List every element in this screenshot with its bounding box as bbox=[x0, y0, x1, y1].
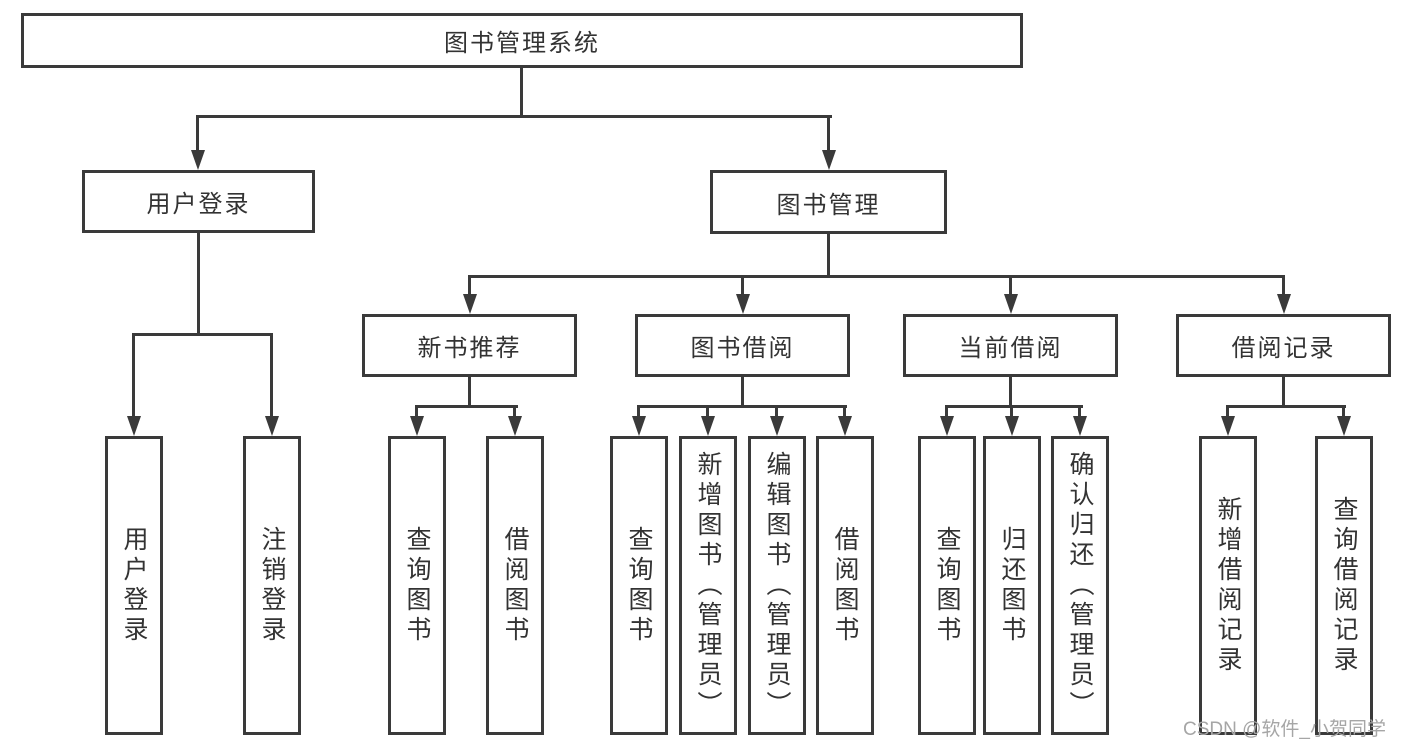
connector-leaf-drop bbox=[1078, 405, 1081, 419]
leaf-query-books-current-label: 查询图书 bbox=[933, 525, 961, 646]
node-user-login-label: 用户登录 bbox=[146, 191, 251, 218]
arrow-down-icon bbox=[127, 416, 141, 436]
leaf-query-books-recommend: 查询图书 bbox=[388, 436, 446, 735]
arrow-down-icon bbox=[1277, 294, 1291, 314]
arrow-down-icon bbox=[191, 150, 205, 170]
arrow-down-icon bbox=[463, 294, 477, 314]
connector-leaf-drop bbox=[270, 333, 273, 419]
leaf-borrow-books-borrowing-label: 借阅图书 bbox=[831, 525, 859, 646]
connector-leaf-drop bbox=[706, 405, 709, 419]
leaf-edit-book-admin-label: 编辑图书（管理员） bbox=[763, 450, 791, 721]
connector-stem bbox=[1282, 377, 1285, 408]
connector-leaf-drop bbox=[843, 405, 846, 419]
leaf-user-login-label: 用户登录 bbox=[120, 525, 148, 646]
connector-leaf-drop bbox=[945, 405, 948, 419]
node-root-label: 图书管理系统 bbox=[444, 30, 600, 57]
node-new-book-recommend: 新书推荐 bbox=[362, 314, 577, 377]
node-user-login: 用户登录 bbox=[82, 170, 315, 233]
connector-user-login-drop bbox=[196, 115, 199, 155]
arrow-down-icon bbox=[770, 416, 784, 436]
connector-l3-drop bbox=[1282, 275, 1285, 299]
arrow-down-icon bbox=[508, 416, 522, 436]
node-borrow-records-label: 借阅记录 bbox=[1231, 335, 1336, 362]
connector-split bbox=[415, 405, 518, 408]
arrow-down-icon bbox=[838, 416, 852, 436]
connector-book-mgmt-split bbox=[468, 275, 1284, 278]
leaf-borrow-books-recommend-label: 借阅图书 bbox=[501, 525, 529, 646]
leaf-edit-book-admin: 编辑图书（管理员） bbox=[748, 436, 806, 735]
connector-leaf-drop bbox=[132, 333, 135, 419]
leaf-borrow-books-recommend: 借阅图书 bbox=[486, 436, 544, 735]
leaf-query-borrow-record: 查询借阅记录 bbox=[1315, 436, 1373, 735]
node-book-management: 图书管理 bbox=[710, 170, 947, 234]
arrow-down-icon bbox=[822, 150, 836, 170]
arrow-down-icon bbox=[410, 416, 424, 436]
leaf-logout: 注销登录 bbox=[243, 436, 301, 735]
node-borrow-records: 借阅记录 bbox=[1176, 314, 1391, 377]
node-book-borrowing: 图书借阅 bbox=[635, 314, 850, 377]
connector-leaf-drop bbox=[1342, 405, 1345, 419]
connector-stem bbox=[1009, 377, 1012, 408]
connector-l3-drop bbox=[468, 275, 471, 299]
leaf-user-login: 用户登录 bbox=[105, 436, 163, 735]
node-book-borrowing-label: 图书借阅 bbox=[690, 335, 795, 362]
leaf-logout-label: 注销登录 bbox=[258, 525, 286, 646]
connector-l3-drop bbox=[741, 275, 744, 299]
connector-stem bbox=[741, 377, 744, 408]
leaf-query-books-borrowing: 查询图书 bbox=[610, 436, 668, 735]
connector-book-mgmt-stem bbox=[827, 234, 830, 277]
connector-user-login-stem bbox=[197, 233, 200, 336]
connector-leaf-drop bbox=[637, 405, 640, 419]
node-current-borrowing: 当前借阅 bbox=[903, 314, 1118, 377]
arrow-down-icon bbox=[1221, 416, 1235, 436]
leaf-add-book-admin-label: 新增图书（管理员） bbox=[694, 450, 722, 721]
arrow-down-icon bbox=[701, 416, 715, 436]
leaf-query-books-current: 查询图书 bbox=[918, 436, 976, 735]
connector-user-login-split bbox=[132, 333, 273, 336]
leaf-add-borrow-record-label: 新增借阅记录 bbox=[1214, 495, 1242, 676]
leaf-query-books-recommend-label: 查询图书 bbox=[403, 525, 431, 646]
node-current-borrowing-label: 当前借阅 bbox=[958, 335, 1063, 362]
connector-l3-drop bbox=[1009, 275, 1012, 299]
watermark: CSDN @软件_小贺同学 bbox=[1183, 719, 1386, 740]
arrow-down-icon bbox=[632, 416, 646, 436]
leaf-confirm-return-admin-label: 确认归还（管理员） bbox=[1066, 450, 1094, 721]
arrow-down-icon bbox=[736, 294, 750, 314]
arrow-down-icon bbox=[940, 416, 954, 436]
connector-split bbox=[945, 405, 1083, 408]
connector-stem bbox=[468, 377, 471, 408]
arrow-down-icon bbox=[265, 416, 279, 436]
leaf-add-borrow-record: 新增借阅记录 bbox=[1199, 436, 1257, 735]
arrow-down-icon bbox=[1005, 416, 1019, 436]
leaf-query-borrow-record-label: 查询借阅记录 bbox=[1330, 495, 1358, 676]
connector-leaf-drop bbox=[1226, 405, 1229, 419]
arrow-down-icon bbox=[1073, 416, 1087, 436]
connector-root-split bbox=[196, 115, 832, 118]
leaf-return-books-label: 归还图书 bbox=[998, 525, 1026, 646]
connector-leaf-drop bbox=[1010, 405, 1013, 419]
arrow-down-icon bbox=[1337, 416, 1351, 436]
connector-split bbox=[637, 405, 847, 408]
leaf-add-book-admin: 新增图书（管理员） bbox=[679, 436, 737, 735]
connector-book-mgmt-drop bbox=[827, 115, 830, 155]
leaf-query-books-borrowing-label: 查询图书 bbox=[625, 525, 653, 646]
connector-split bbox=[1226, 405, 1346, 408]
connector-leaf-drop bbox=[415, 405, 418, 419]
connector-root-stem bbox=[520, 68, 523, 118]
leaf-borrow-books-borrowing: 借阅图书 bbox=[816, 436, 874, 735]
node-root: 图书管理系统 bbox=[21, 13, 1023, 68]
leaf-confirm-return-admin: 确认归还（管理员） bbox=[1051, 436, 1109, 735]
node-book-management-label: 图书管理 bbox=[776, 191, 881, 219]
leaf-return-books: 归还图书 bbox=[983, 436, 1041, 735]
connector-leaf-drop bbox=[775, 405, 778, 419]
arrow-down-icon bbox=[1004, 294, 1018, 314]
node-new-book-recommend-label: 新书推荐 bbox=[417, 335, 522, 362]
connector-leaf-drop bbox=[513, 405, 516, 419]
